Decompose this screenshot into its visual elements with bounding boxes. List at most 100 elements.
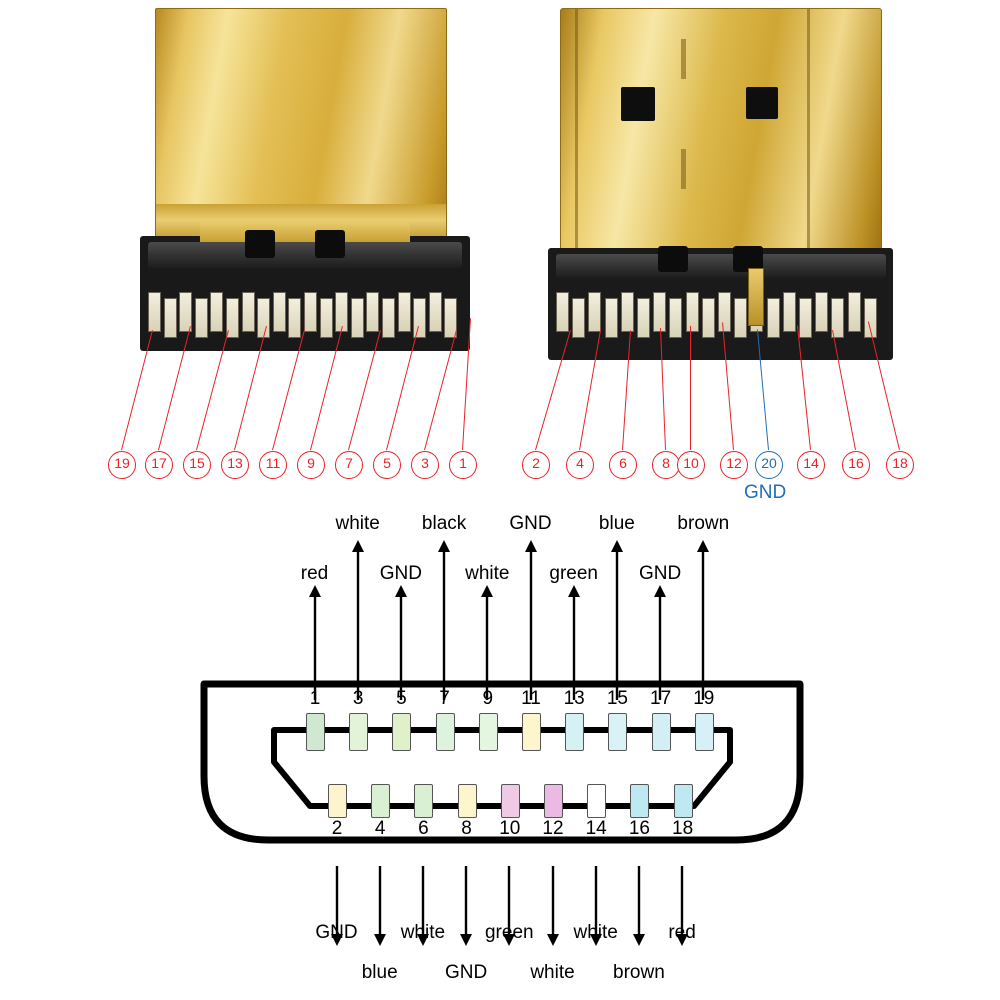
socket-pad-9 xyxy=(478,713,498,751)
right-shell-seam-left xyxy=(575,9,578,259)
socket-pad-12 xyxy=(544,784,563,818)
socket-pad-4 xyxy=(371,784,391,818)
connector-pin xyxy=(179,292,193,332)
socket-pad-11 xyxy=(522,713,541,751)
connector-pin xyxy=(194,298,208,338)
connector-pin xyxy=(588,292,602,332)
connector-pin xyxy=(620,292,634,332)
socket-pad-number-12: 12 xyxy=(542,818,564,839)
socket-pad-17 xyxy=(651,713,671,751)
annotation-arrow xyxy=(394,585,407,700)
wire-label-gnd: GND xyxy=(315,922,358,943)
connector-pin xyxy=(272,292,286,332)
annotation-arrow xyxy=(438,540,451,700)
pin-number-4: 4 xyxy=(566,451,594,479)
socket-pad-14 xyxy=(587,784,607,818)
right-shell-notch-1 xyxy=(621,87,655,121)
connector-pin xyxy=(210,292,224,332)
right-base-slot-1 xyxy=(658,246,688,272)
socket-pad-10 xyxy=(500,784,520,818)
left-base-slot-2 xyxy=(315,230,345,258)
wire-label-black: black xyxy=(421,513,467,534)
right-shell-seam-1 xyxy=(681,39,686,79)
wire-label-white: white xyxy=(335,513,380,534)
pin-number-13: 13 xyxy=(221,451,249,479)
connector-pin xyxy=(241,292,255,332)
pin-number-3: 3 xyxy=(411,451,439,479)
socket-pad-number-18: 18 xyxy=(672,818,694,839)
connector-pin xyxy=(556,292,569,332)
connector-pin xyxy=(718,292,731,332)
pin-number-8: 8 xyxy=(652,451,680,479)
shield-gnd-label: GND xyxy=(744,482,787,503)
annotation-arrow xyxy=(351,540,364,700)
connector-pin xyxy=(669,298,683,338)
annotation-arrow xyxy=(589,866,602,946)
wire-label-brown: brown xyxy=(613,962,665,983)
connector-pin xyxy=(444,298,458,338)
connector-pin xyxy=(766,298,780,338)
left-base-gold-strip xyxy=(200,222,410,244)
pin-number-19: 19 xyxy=(108,451,136,479)
connector-pin xyxy=(831,298,845,338)
right-shell-notch-2 xyxy=(746,87,778,119)
annotation-arrow xyxy=(546,866,559,946)
wire-label-gnd: GND xyxy=(509,513,552,534)
socket-pad-7 xyxy=(435,713,455,751)
pin-number-2: 2 xyxy=(522,451,550,479)
connector-pin xyxy=(288,298,302,338)
connector-pin xyxy=(604,298,618,338)
socket-pad-15 xyxy=(608,713,628,751)
wire-label-green: green xyxy=(549,563,598,584)
socket-pad-5 xyxy=(392,713,412,751)
right-shell-seam-2 xyxy=(681,149,686,189)
annotation-arrow xyxy=(654,585,667,700)
connector-pin xyxy=(637,298,650,338)
shield-tab xyxy=(748,268,764,326)
socket-pad-number-14: 14 xyxy=(585,818,607,839)
socket-pad-3 xyxy=(349,713,369,751)
annotation-arrow xyxy=(330,866,343,946)
socket-pad-6 xyxy=(414,784,434,818)
annotation-arrow xyxy=(481,585,494,700)
annotation-arrow xyxy=(524,540,537,700)
right-base-slot-2 xyxy=(733,246,763,272)
pin-number-20: 20 xyxy=(755,451,783,479)
annotation-arrow xyxy=(416,866,429,946)
right-base-lip xyxy=(556,254,886,278)
wire-label-white: white xyxy=(573,922,618,943)
wire-label-gnd: GND xyxy=(638,563,682,584)
connector-pin xyxy=(734,298,748,338)
wire-label-brown: brown xyxy=(677,513,730,534)
pin-number-15: 15 xyxy=(183,451,211,479)
annotation-arrow xyxy=(308,585,321,700)
socket-pad-number-16: 16 xyxy=(628,818,650,839)
pin-number-9: 9 xyxy=(297,451,325,479)
right-connector-shell xyxy=(560,8,882,260)
connector-pin xyxy=(148,292,161,332)
wire-label-gnd: GND xyxy=(444,962,488,983)
pin-number-17: 17 xyxy=(145,451,173,479)
connector-pin xyxy=(163,298,177,338)
wire-label-white: white xyxy=(465,563,510,584)
right-shell-seam-right xyxy=(807,9,810,259)
left-base-lip xyxy=(148,242,462,268)
connector-pin xyxy=(366,292,380,332)
connector-pin xyxy=(397,292,411,332)
connector-pin xyxy=(319,298,333,338)
pin-number-7: 7 xyxy=(335,451,363,479)
connector-pin xyxy=(226,298,239,338)
connector-pin xyxy=(413,298,427,338)
pin-number-18: 18 xyxy=(886,451,914,479)
socket-pad-number-2: 2 xyxy=(331,818,343,839)
pin-number-11: 11 xyxy=(259,451,287,479)
connector-pin xyxy=(304,292,317,332)
annotation-arrow xyxy=(460,866,473,946)
left-pin-row xyxy=(148,292,464,346)
socket-pad-number-10: 10 xyxy=(499,818,521,839)
wire-label-white: white xyxy=(530,962,575,983)
connector-pin xyxy=(799,298,812,338)
connector-pin xyxy=(863,298,877,338)
connector-pin xyxy=(782,292,796,332)
